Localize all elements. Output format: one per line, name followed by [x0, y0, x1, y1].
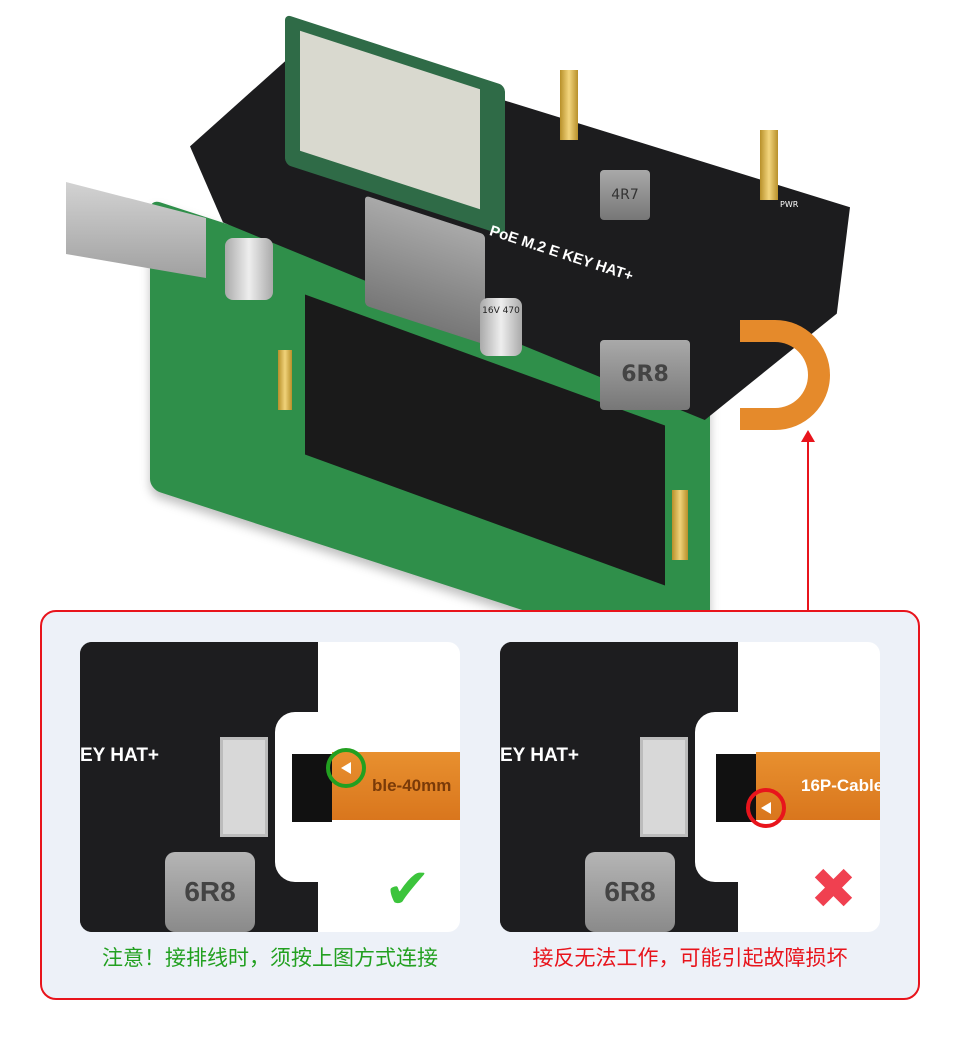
inductor-6r8: 6R8 [585, 852, 675, 932]
pwr-label: PWR [780, 200, 799, 209]
pcb-top [500, 642, 738, 712]
usb-ports [66, 182, 206, 278]
wrong-connection-inset: EY HAT+ 6R8 16P-Cable ✖ [500, 642, 880, 932]
correct-caption: 注意！接排线时，须按上图方式连接 [102, 946, 438, 970]
inductor-6r8: 6R8 [600, 340, 690, 410]
inductor-6r8: 6R8 [165, 852, 255, 932]
cable-stiffener [292, 754, 332, 822]
wrong-caption: 接反无法工作，可能引起故障损坏 [532, 946, 848, 970]
wrong-marker-circle [746, 788, 786, 828]
arrow-up-icon [801, 430, 815, 442]
triangle-marker-icon [761, 802, 771, 814]
board-text: EY HAT+ [500, 745, 580, 766]
correct-connection-inset: EY HAT+ 6R8 ble-40mm ✔ [80, 642, 460, 932]
antenna-connector [760, 130, 778, 200]
standoff [672, 490, 688, 560]
triangle-marker-icon [341, 762, 351, 774]
ribbon-cable: 16P-Cable [756, 752, 880, 820]
standoff [278, 350, 292, 410]
correct-marker-circle [326, 748, 366, 788]
board-text: EY HAT+ [80, 745, 160, 766]
inductor-4r7: 4R7 [600, 170, 650, 220]
capacitor [225, 238, 273, 300]
fpc-connector [640, 737, 688, 837]
pcb-top [80, 642, 318, 712]
ffc-cable [740, 320, 830, 430]
capacitor-470: 16V 470 [480, 298, 522, 356]
fpc-connector [220, 737, 268, 837]
callout-line [807, 440, 809, 610]
cross-icon: ✖ [810, 857, 857, 922]
antenna-connector [560, 70, 578, 140]
product-photo: 4R7 6R8 16V 470 PoE M.2 E KEY HAT+ PWR [66, 14, 850, 671]
check-icon: ✔ [384, 857, 431, 922]
